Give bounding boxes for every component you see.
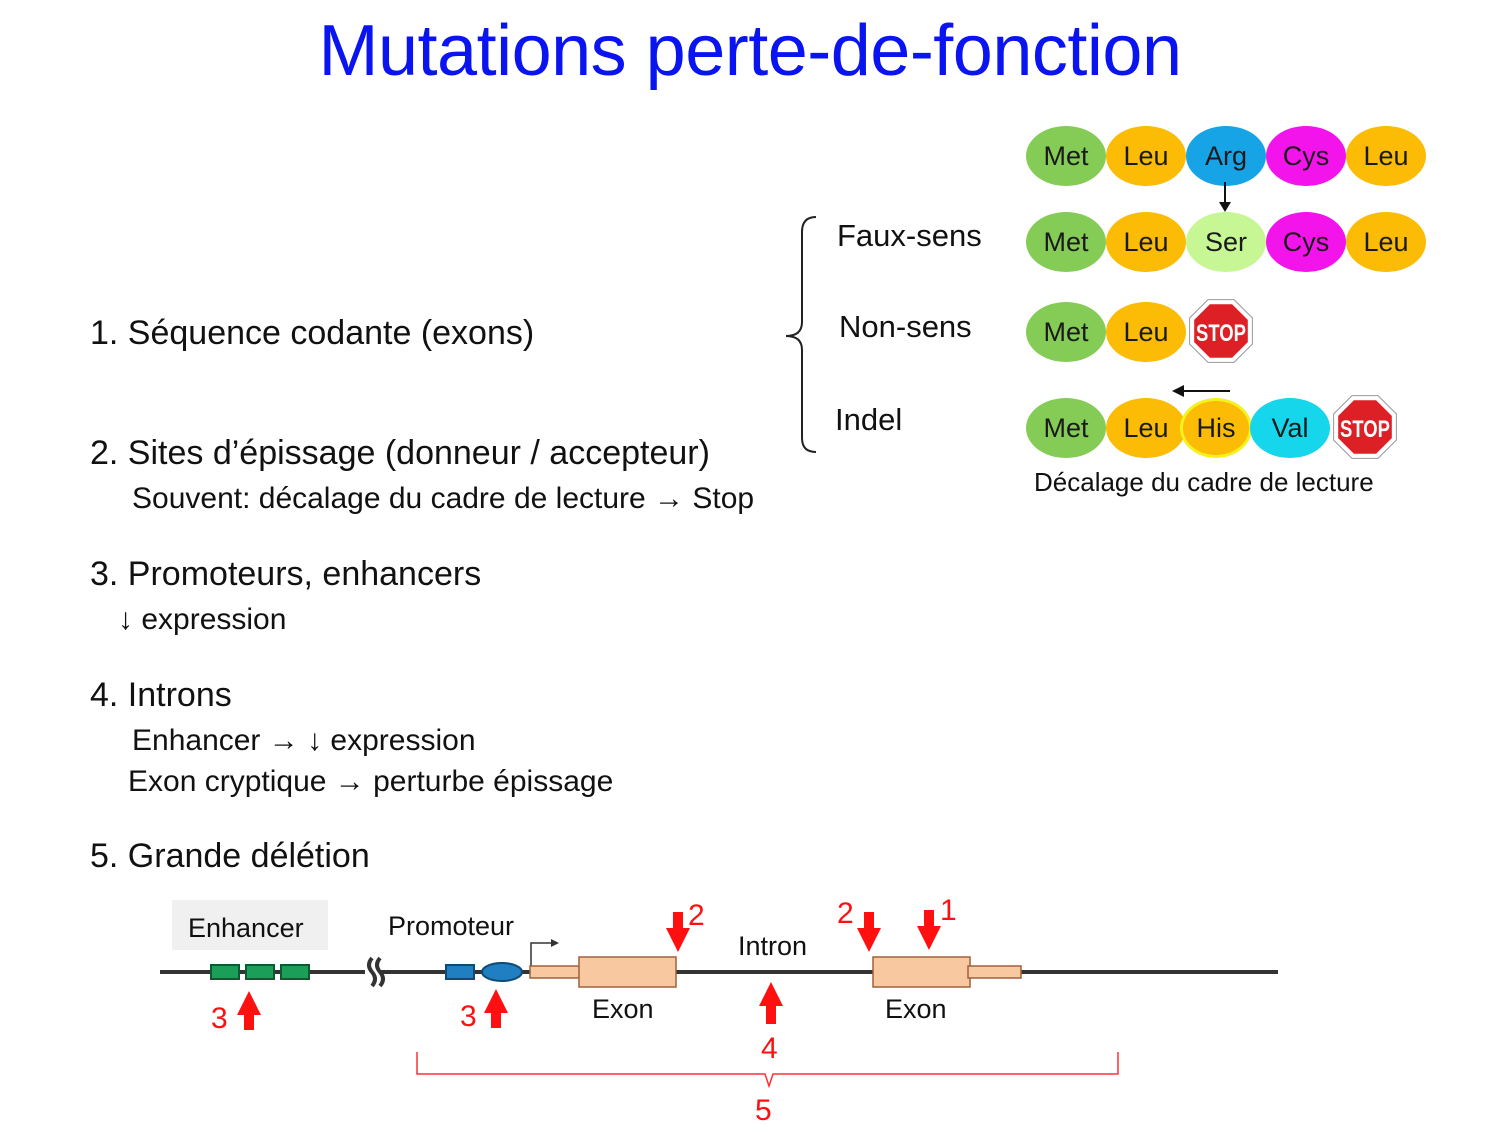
amino-indel-met: Met bbox=[1026, 398, 1106, 458]
amino-indel-val: Val bbox=[1250, 398, 1330, 458]
exon-label-2: Exon bbox=[885, 994, 947, 1024]
mutation-type-faux-sens: Faux-sens bbox=[837, 218, 982, 253]
amino-faux-sens-met: Met bbox=[1026, 212, 1106, 272]
item-large-deletion: 5. Grande délétion bbox=[90, 837, 370, 875]
red-down-arrows bbox=[666, 910, 941, 952]
enhancer-label: Enhancer bbox=[188, 913, 304, 943]
amino-non-sens-met: Met bbox=[1026, 302, 1106, 362]
deletion-brace bbox=[416, 1052, 1119, 1089]
amino-reference-leu: Leu bbox=[1106, 126, 1186, 186]
amino-non-sens-leu: Leu bbox=[1106, 302, 1186, 362]
stop-sign-text: STOP bbox=[1340, 416, 1390, 443]
marker-enhancer: 3 bbox=[211, 1002, 228, 1035]
item-coding-sequence: 1. Séquence codante (exons) bbox=[90, 314, 535, 352]
amino-indel-his: His bbox=[1180, 398, 1252, 458]
promoter-label: Promoteur bbox=[388, 911, 514, 941]
break-symbol bbox=[365, 956, 385, 988]
frameshift-arrow-icon bbox=[1172, 385, 1184, 397]
gene-diagram: Enhancer Promoteur Intron Exon Exon 2 2 … bbox=[160, 894, 1278, 1125]
promoter-box bbox=[445, 964, 475, 980]
exon2-utr bbox=[967, 965, 1022, 979]
exon1-utr bbox=[529, 965, 583, 979]
item-splice-sites-note: Souvent: décalage du cadre de lecture → … bbox=[132, 482, 755, 515]
tss-arrow-icon bbox=[530, 942, 553, 967]
exon-label-1: Exon bbox=[592, 994, 654, 1024]
page-title: Mutations perte-de-fonction bbox=[318, 11, 1182, 91]
stop-sign-text: STOP bbox=[1196, 320, 1246, 347]
marker-intron: 4 bbox=[761, 1032, 778, 1065]
promoter-ellipse bbox=[481, 962, 523, 982]
marker-deletion: 5 bbox=[755, 1094, 772, 1125]
amino-reference-met: Met bbox=[1026, 126, 1106, 186]
item-introns-note-1: Enhancer → ↓ expression bbox=[132, 724, 476, 757]
amino-reference-arg: Arg bbox=[1186, 126, 1266, 186]
marker-promoter: 3 bbox=[460, 1000, 477, 1033]
mutation-bracket bbox=[785, 216, 817, 453]
item-introns: 4. Introns bbox=[90, 676, 232, 714]
amino-faux-sens-cys: Cys bbox=[1266, 212, 1346, 272]
exon2-box bbox=[872, 956, 971, 988]
mutation-type-non-sens: Non-sens bbox=[839, 309, 972, 344]
enhancer-boxes bbox=[210, 964, 310, 980]
amino-reference-leu: Leu bbox=[1346, 126, 1426, 186]
amino-faux-sens-ser: Ser bbox=[1186, 212, 1266, 272]
substitution-arrow-icon bbox=[1219, 202, 1231, 212]
frameshift-caption: Décalage du cadre de lecture bbox=[1034, 467, 1374, 497]
item-promoters: 3. Promoteurs, enhancers bbox=[90, 555, 482, 593]
enhancer-label-bg bbox=[172, 900, 328, 950]
red-up-arrows bbox=[237, 982, 783, 1030]
exon1-box bbox=[578, 956, 677, 988]
marker-coding: 1 bbox=[940, 894, 957, 927]
item-promoters-note: ↓ expression bbox=[118, 603, 287, 636]
intron-label: Intron bbox=[738, 931, 807, 961]
item-splice-sites: 2. Sites d’épissage (donneur / accepteur… bbox=[90, 434, 710, 472]
amino-indel-leu: Leu bbox=[1106, 398, 1186, 458]
amino-faux-sens-leu: Leu bbox=[1346, 212, 1426, 272]
mutation-type-indel: Indel bbox=[835, 402, 903, 437]
amino-reference-cys: Cys bbox=[1266, 126, 1346, 186]
marker-splice-1: 2 bbox=[688, 899, 705, 932]
amino-faux-sens-leu: Leu bbox=[1106, 212, 1186, 272]
stop-sign-icon-non-sens: STOP bbox=[1189, 299, 1253, 363]
marker-splice-2: 2 bbox=[837, 897, 854, 930]
item-introns-note-2: Exon cryptique → perturbe épissage bbox=[128, 765, 614, 798]
protein-arrows bbox=[1172, 182, 1231, 397]
stop-sign-icon-indel: STOP bbox=[1333, 395, 1397, 459]
